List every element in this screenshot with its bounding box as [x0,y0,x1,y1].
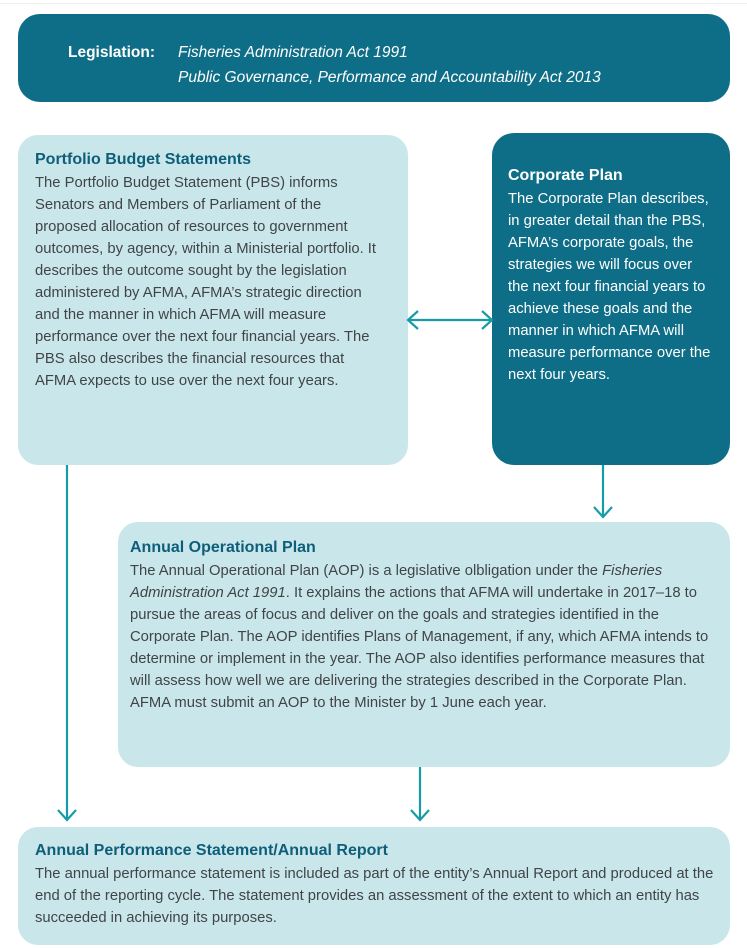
aop-box: Annual Operational Plan The Annual Opera… [118,522,730,767]
pbs-corporate-two-way-arrow-icon [406,310,494,330]
corporate-plan-box: Corporate Plan The Corporate Plan descri… [492,133,730,465]
pbs-to-report-arrow-icon [57,465,77,822]
legislation-banner: Legislation: Fisheries Administration Ac… [18,14,730,102]
annual-report-box: Annual Performance Statement/Annual Repo… [18,827,730,945]
pbs-box: Portfolio Budget Statements The Portfoli… [18,135,408,465]
aop-to-report-arrow-icon [410,767,430,822]
legislation-acts: Fisheries Administration Act 1991 Public… [178,40,601,102]
aop-body: The Annual Operational Plan (AOP) is a l… [130,560,712,714]
corporate-plan-title: Corporate Plan [508,167,623,184]
legislation-act-1: Fisheries Administration Act 1991 [178,44,408,61]
aop-body-lead: The Annual Operational Plan (AOP) is a l… [130,563,603,579]
aop-body-rest: . It explains the actions that AFMA will… [130,585,709,711]
page-top-hairline [0,3,747,4]
legislation-act-2: Public Governance, Performance and Accou… [178,69,601,86]
aop-body-act-reference: Fisheries Administration Act 1991 [130,563,663,601]
annual-report-title: Annual Performance Statement/Annual Repo… [35,842,388,859]
corporate-plan-body: The Corporate Plan describes, in greater… [508,191,711,383]
corporate-to-aop-arrow-icon [593,465,613,519]
pbs-title: Portfolio Budget Statements [35,151,252,168]
aop-title: Annual Operational Plan [130,539,316,556]
annual-report-body: The annual performance statement is incl… [35,866,714,926]
legislation-label: Legislation: [68,44,155,61]
pbs-body: The Portfolio Budget Statement (PBS) inf… [35,175,377,389]
